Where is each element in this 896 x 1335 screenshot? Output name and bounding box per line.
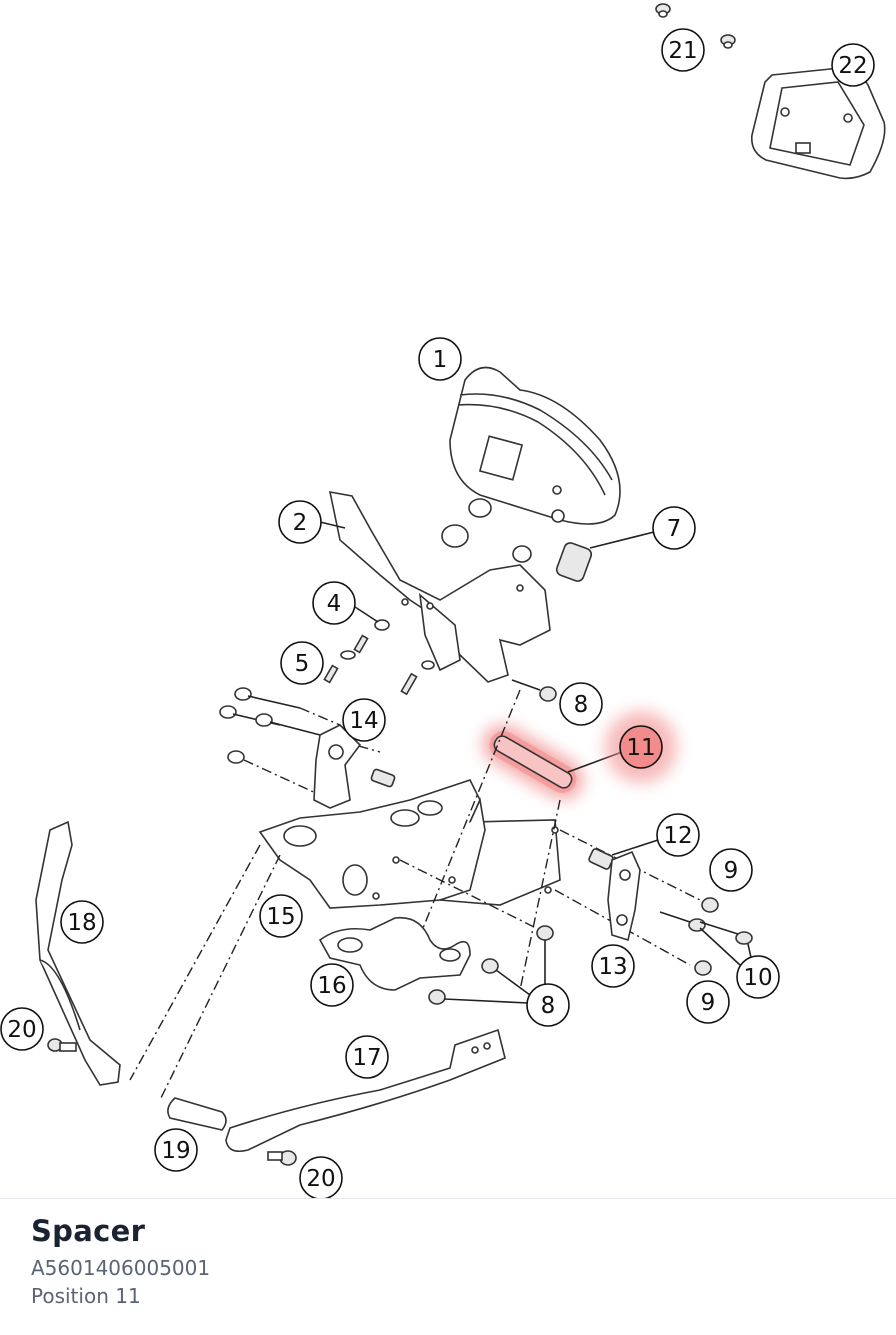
part-8-bolt-upper[interactable]	[511, 679, 557, 702]
part-10-bolts[interactable]	[659, 911, 753, 966]
callout-7[interactable]: 7	[652, 506, 696, 550]
part-17-right-bar[interactable]	[225, 1028, 506, 1153]
callout-7-label: 7	[667, 516, 682, 542]
part-7-bushing[interactable]	[555, 531, 655, 583]
callout-4-label: 4	[327, 591, 342, 617]
callout-10[interactable]: 10	[736, 955, 780, 999]
callout-8-lower-label: 8	[541, 993, 556, 1019]
part-12-bushing[interactable]	[588, 839, 659, 870]
part-8-bolts-lower[interactable]	[428, 925, 554, 1005]
part-name: Spacer	[31, 1214, 146, 1248]
callout-15-label: 15	[266, 904, 295, 930]
callout-20-left[interactable]: 20	[0, 1007, 44, 1051]
callout-16-label: 16	[317, 973, 346, 999]
part-14-bolts[interactable]	[219, 687, 381, 796]
callout-1[interactable]: 1	[418, 337, 462, 381]
callout-22[interactable]: 22	[831, 43, 875, 87]
part-16-lower-bracket[interactable]	[318, 916, 471, 991]
callout-5[interactable]: 5	[280, 641, 324, 685]
part-20-bolt-left[interactable]	[47, 1038, 77, 1052]
callout-17-label: 17	[352, 1045, 381, 1071]
callout-9-upper-label: 9	[724, 858, 739, 884]
part-11-spacer-highlight[interactable]	[475, 717, 623, 807]
panel-divider	[0, 1198, 896, 1199]
callout-21-label: 21	[668, 38, 697, 64]
part-1-instrument-cluster[interactable]	[449, 366, 621, 525]
callout-13[interactable]: 13	[591, 944, 635, 988]
part-20-bolt-right[interactable]	[267, 1150, 297, 1166]
callout-12[interactable]: 12	[656, 813, 700, 857]
part-4-washer[interactable]	[351, 604, 390, 631]
callout-19-label: 19	[161, 1138, 190, 1164]
callout-8-upper-label: 8	[574, 692, 589, 718]
callout-14[interactable]: 14	[342, 698, 386, 742]
callout-9-lower[interactable]: 9	[686, 980, 730, 1024]
callout-4[interactable]: 4	[312, 581, 356, 625]
callout-17[interactable]: 17	[345, 1035, 389, 1079]
part-position: Position 11	[31, 1284, 141, 1308]
callout-18-label: 18	[67, 910, 96, 936]
callout-20-right-label: 20	[306, 1166, 335, 1192]
part-2-upper-bracket[interactable]	[319, 491, 551, 683]
part-19-spacer[interactable]	[167, 1097, 227, 1131]
callout-8-lower[interactable]: 8	[526, 983, 570, 1027]
callout-12-label: 12	[663, 823, 692, 849]
callout-8-upper[interactable]: 8	[559, 682, 603, 726]
diagram-svg: 1 2 4 5 7 8 8 9 9 10 11 12	[0, 3, 886, 1198]
assembly-lines	[129, 689, 701, 1101]
part-14-clamp[interactable]	[313, 724, 396, 809]
callout-14-label: 14	[349, 708, 378, 734]
part-15-main-bracket[interactable]	[258, 779, 561, 909]
callout-9-upper[interactable]: 9	[709, 848, 753, 892]
part-13-clamp[interactable]	[607, 850, 641, 942]
callout-18[interactable]: 18	[60, 900, 104, 944]
part-number: A5601406005001	[31, 1256, 211, 1280]
part-9-bolt-lower[interactable]	[694, 960, 712, 976]
callout-2-label: 2	[293, 510, 308, 536]
callout-16[interactable]: 16	[310, 963, 354, 1007]
callout-2[interactable]: 2	[278, 500, 322, 544]
part-18-left-bar[interactable]	[35, 820, 121, 1086]
callout-10-label: 10	[743, 965, 772, 991]
callout-9-lower-label: 9	[701, 990, 716, 1016]
grommets[interactable]	[441, 498, 565, 563]
callout-11-highlighted[interactable]: 11	[605, 711, 677, 783]
part-9-bolt-upper[interactable]	[701, 897, 719, 913]
callout-20-left-label: 20	[7, 1017, 36, 1043]
callout-19[interactable]: 19	[154, 1128, 198, 1172]
callout-11-label: 11	[626, 735, 655, 761]
part-5-screws[interactable]	[323, 634, 435, 696]
callout-15[interactable]: 15	[259, 894, 303, 938]
callout-1-label: 1	[433, 347, 448, 373]
callout-22-label: 22	[838, 53, 867, 79]
callout-20-right[interactable]: 20	[299, 1156, 343, 1198]
callout-5-label: 5	[295, 651, 310, 677]
part-22-cover[interactable]	[750, 67, 886, 180]
callout-13-label: 13	[598, 954, 627, 980]
part-21-screws[interactable]	[655, 3, 736, 49]
callout-21[interactable]: 21	[661, 28, 705, 72]
exploded-parts-diagram: 1 2 4 5 7 8 8 9 9 10 11 12	[0, 3, 886, 1198]
